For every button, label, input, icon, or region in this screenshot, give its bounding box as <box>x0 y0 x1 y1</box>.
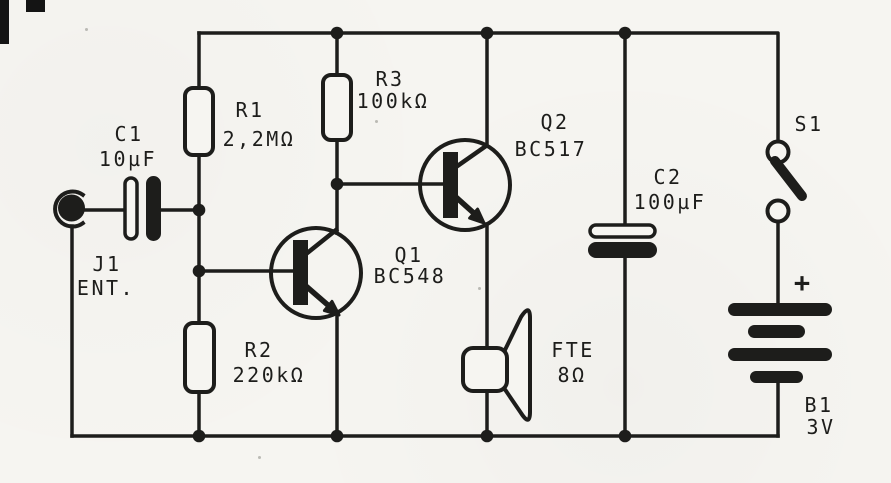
label-r3-ref: R3 <box>375 67 405 91</box>
label-q1-value: BC548 <box>373 264 447 288</box>
label-r3-value: 100kΩ <box>356 89 430 113</box>
paper-speck <box>258 456 261 459</box>
paper-speck <box>478 287 481 290</box>
label-r1-ref: R1 <box>235 98 265 122</box>
wire-segments <box>70 31 780 438</box>
label-r1-value: 2,2MΩ <box>222 127 296 151</box>
label-j1-ref: J1 <box>92 252 122 276</box>
paper-speck <box>375 120 378 123</box>
label-c2-ref: C2 <box>653 165 683 189</box>
wire-top-rail <box>197 31 780 143</box>
label-b1-polarity: + <box>793 267 811 299</box>
paper-speck <box>85 28 88 31</box>
label-q1-ref: Q1 <box>394 243 424 267</box>
label-b1-value: 3V <box>806 415 836 439</box>
resistor-r2-symbol <box>183 321 216 394</box>
label-j1-value: ENT. <box>76 276 136 300</box>
scan-artifact-marks <box>0 0 45 44</box>
input-jack-symbol <box>53 189 86 229</box>
label-fte-ref: FTE <box>551 338 595 362</box>
transistor-q2-symbol <box>418 138 512 232</box>
label-r2-value: 220kΩ <box>232 363 306 387</box>
label-q2-value: BC517 <box>514 137 588 161</box>
capacitor-c1-symbol <box>123 176 161 241</box>
label-c1-ref: C1 <box>114 122 144 146</box>
battery-symbol <box>728 303 832 383</box>
label-c1-value: 10µF <box>98 147 158 171</box>
label-fte-value: 8Ω <box>557 363 587 387</box>
switch-s1-symbol <box>765 139 807 224</box>
label-b1-ref: B1 <box>804 393 834 417</box>
resistor-r1-symbol <box>183 86 215 157</box>
junction-dots <box>192 26 632 443</box>
capacitor-c2-symbol <box>588 223 657 258</box>
label-s1-ref: S1 <box>794 112 824 136</box>
label-r2-ref: R2 <box>244 338 274 362</box>
resistor-r3-symbol <box>321 73 353 142</box>
label-c2-value: 100µF <box>633 190 707 214</box>
transistor-q1-symbol <box>269 226 363 320</box>
label-q2-ref: Q2 <box>540 110 570 134</box>
speaker-symbol <box>461 308 532 422</box>
